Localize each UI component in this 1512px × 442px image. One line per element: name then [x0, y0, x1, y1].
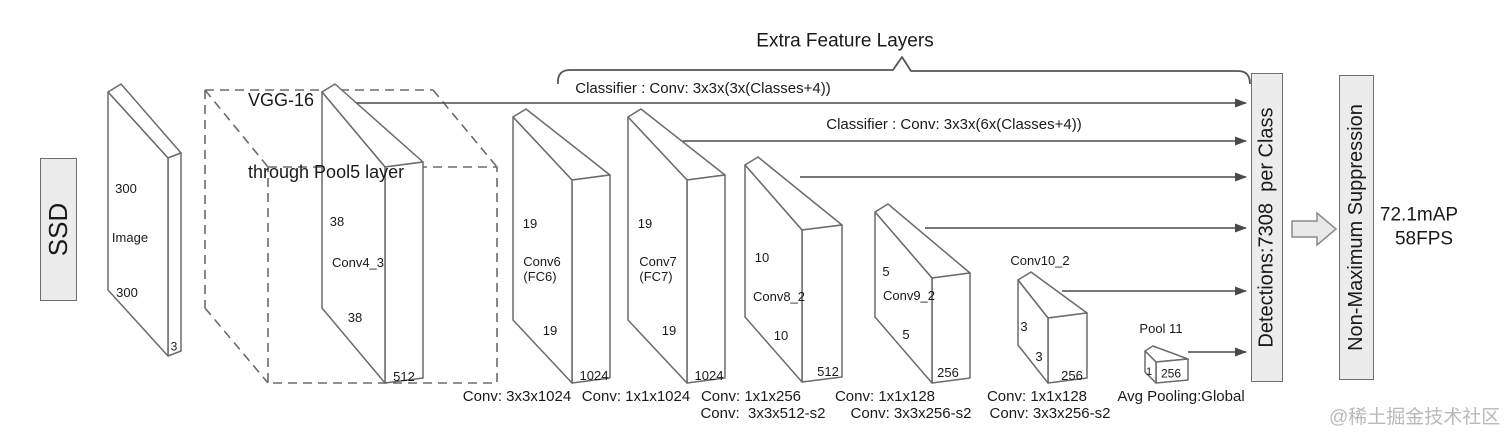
conv6-name2-label: (FC6)	[523, 268, 557, 284]
conv7-name-label: Conv7	[639, 253, 677, 269]
conv10-2-width-label: 3	[1035, 348, 1043, 364]
nms-label: Non-Maximum Suppression	[1345, 104, 1368, 351]
conv4-3-name-label: Conv4_3	[331, 254, 385, 270]
pool11-layer-shape	[1144, 345, 1189, 384]
extra-feature-layers-brace	[557, 56, 1251, 85]
image-name-label: Image	[111, 229, 149, 245]
classifier-6x-label: Classifier : Conv: 3x3x(6x(Classes+4))	[826, 115, 1082, 133]
conv4-3-depth-label: 512	[393, 368, 415, 384]
detections-box: Detections:7308 per Class	[1251, 73, 1283, 382]
image-layer-shape	[107, 83, 182, 357]
conv7-name2-label: (FC7)	[639, 268, 673, 284]
block-arrow-icon	[1291, 211, 1338, 247]
conv7-height-label: 19	[637, 215, 653, 231]
extra-feature-layers-title: Extra Feature Layers	[756, 30, 934, 52]
conv8-2-op2-label: Conv: 3x3x512-s2	[700, 405, 826, 422]
pool11-name-label: Pool 11	[1139, 320, 1183, 336]
pool11-height-label: 1	[1145, 365, 1153, 378]
conv4-3-layer-shape	[321, 83, 424, 384]
conv9-2-height-label: 5	[882, 263, 890, 279]
conv7-op-label: Conv: 1x1x1024	[581, 388, 691, 405]
conv9-2-name-label: Conv9_2	[882, 287, 936, 303]
conv4-3-width-label: 38	[347, 309, 363, 325]
conv10-2-depth-label: 256	[1061, 367, 1083, 383]
conv8-2-op1-label: Conv: 1x1x256	[700, 388, 802, 405]
conv6-depth-label: 1024	[579, 367, 609, 383]
detections-label: Detections:7308 per Class	[1255, 107, 1278, 348]
vgg-title: VGG-16 through Pool5 layer	[248, 40, 404, 232]
conv9-2-depth-label: 256	[937, 364, 959, 380]
result-map-label: 72.1mAP	[1379, 204, 1459, 226]
conv8-2-name-label: Conv8_2	[752, 288, 806, 304]
conv4-3-height-label: 38	[329, 213, 345, 229]
conv10-2-height-label: 3	[1020, 318, 1028, 334]
vgg-dashed-box	[204, 89, 498, 384]
conv7-layer-shape	[627, 108, 726, 384]
result-fps-label: 58FPS	[1394, 228, 1454, 250]
pool11-depth-label: 256	[1160, 366, 1182, 381]
conv10-2-op1-label: Conv: 1x1x128	[986, 388, 1088, 405]
conv6-name-label: Conv6	[523, 253, 561, 269]
conv9-2-width-label: 5	[902, 326, 910, 342]
vgg-title-line1: VGG-16	[248, 90, 315, 110]
classifier-arrows	[357, 98, 1247, 357]
conv10-2-layer-shape	[1017, 271, 1088, 384]
conv8-2-layer-shape	[744, 156, 843, 383]
conv6-width-label: 19	[542, 322, 558, 338]
conv10-2-name-label: Conv10_2	[1010, 252, 1070, 268]
conv9-2-op2-label: Conv: 3x3x256-s2	[850, 405, 972, 422]
conv10-2-op2-label: Conv: 3x3x256-s2	[989, 405, 1111, 422]
ssd-label: SSD	[43, 202, 73, 257]
conv6-op-label: Conv: 3x3x1024	[462, 388, 572, 405]
conv8-2-depth-label: 512	[817, 363, 839, 379]
ssd-label-box: SSD	[40, 158, 77, 301]
image-width-label: 300	[116, 284, 138, 300]
conv7-depth-label: 1024	[694, 367, 724, 383]
conv6-layer-shape	[512, 108, 611, 384]
watermark-text: @稀土掘金技术社区	[1329, 407, 1501, 428]
vgg-title-line2: through Pool5 layer	[248, 162, 405, 182]
conv8-2-height-label: 10	[754, 249, 770, 265]
conv9-2-op1-label: Conv: 1x1x128	[834, 388, 936, 405]
image-height-label: 300	[115, 180, 137, 196]
conv8-2-width-label: 10	[773, 327, 789, 343]
image-depth-label: 3	[170, 339, 178, 354]
pool11-op-label: Avg Pooling:Global	[1117, 388, 1245, 405]
classifier-3x-label: Classifier : Conv: 3x3x(3x(Classes+4))	[575, 79, 831, 97]
conv6-height-label: 19	[522, 215, 538, 231]
conv9-2-layer-shape	[874, 203, 971, 384]
nms-box: Non-Maximum Suppression	[1339, 75, 1374, 380]
conv7-width-label: 19	[661, 322, 677, 338]
